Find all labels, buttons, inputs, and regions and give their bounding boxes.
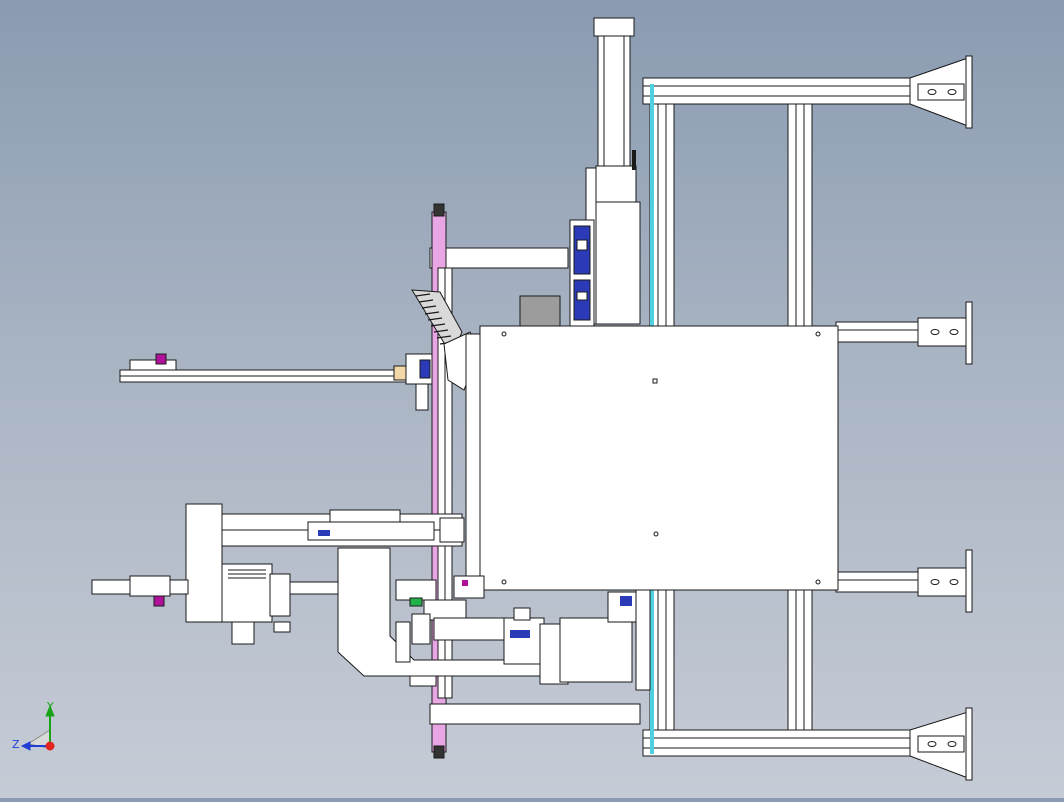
y-axis-arrow [45, 704, 55, 717]
foot-bottom [909, 707, 973, 781]
green-indicator [409, 597, 423, 607]
leveling-feet [909, 55, 973, 781]
foot-top [909, 55, 973, 129]
coordinate-triad: Y Z [12, 700, 55, 751]
vertical-cylinder [569, 17, 641, 327]
upper-arm-bracket [129, 359, 177, 371]
middle-slide-assembly [221, 509, 465, 547]
cylinder-body [597, 35, 631, 171]
main-plate [479, 325, 839, 591]
frame-bottom-beam [642, 729, 912, 757]
frame-mid-beam-lower [835, 571, 921, 593]
magenta-screw-lower [153, 595, 165, 607]
servo-motor-assembly [91, 503, 347, 645]
motor-end-plate [185, 503, 223, 623]
gantry-bottom-bar [429, 703, 641, 725]
frame-top-beam [642, 77, 912, 105]
sensor-rod [415, 383, 429, 411]
slide-top-plate [329, 509, 401, 523]
lower-gantry-beam [409, 675, 641, 725]
frame-mid-beam-upper [835, 321, 921, 343]
servo-motor [221, 563, 273, 623]
magenta-screw-upper [155, 353, 167, 365]
gearbox [559, 617, 633, 683]
upper-gantry-beam [429, 247, 569, 327]
motor-encoder [231, 621, 255, 645]
slide-end-cap [439, 517, 465, 543]
foot-mid-upper [917, 301, 973, 365]
motor-coupling [269, 573, 291, 617]
clamp-left [395, 621, 411, 663]
foot-mid-lower [917, 549, 973, 613]
panel-side-rail [465, 333, 481, 589]
sensor-block [453, 575, 485, 599]
lower-bracket-assembly [337, 547, 637, 685]
cylinder-cap [593, 17, 635, 37]
slide-plate [595, 201, 641, 325]
gantry-top-bar [429, 247, 569, 269]
bellows-cover [411, 289, 463, 358]
cylinder-flange [595, 165, 637, 203]
left-upper-arm [119, 353, 433, 411]
y-axis-label: Y [46, 700, 54, 713]
z-axis-arrow [20, 741, 31, 751]
z-axis-label: Z [12, 738, 20, 751]
main-panel [465, 325, 839, 691]
x-axis-dot [45, 741, 55, 751]
